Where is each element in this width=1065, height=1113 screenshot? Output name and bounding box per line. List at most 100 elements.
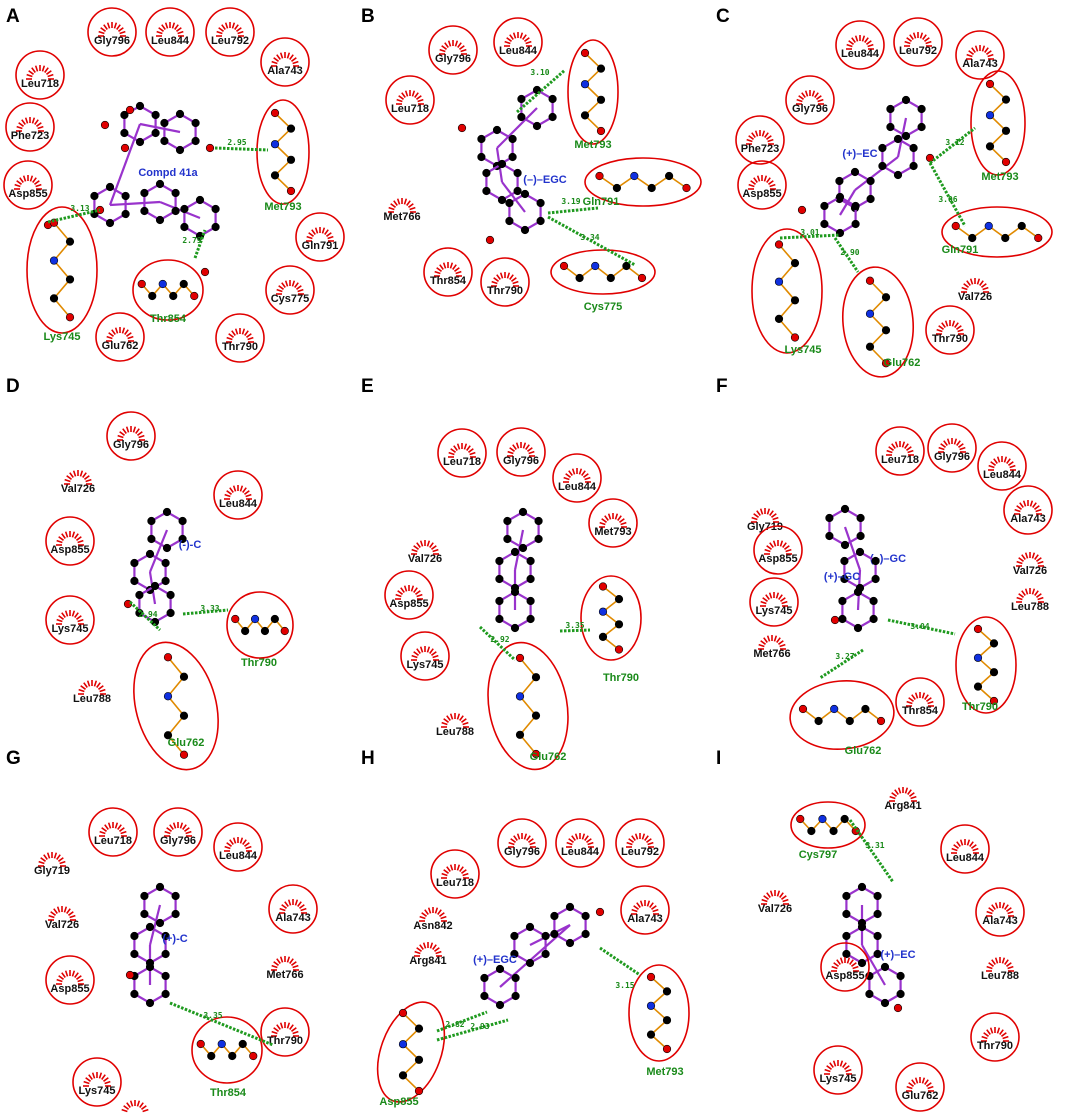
carbon-atom bbox=[414, 1055, 424, 1064]
residue-label: Gly796 bbox=[792, 103, 828, 115]
residue-label: Thr854 bbox=[902, 705, 939, 717]
carbon-atom bbox=[135, 137, 145, 147]
carbon-atom bbox=[515, 730, 525, 739]
carbon-atom bbox=[480, 973, 489, 983]
nitrogen-atom bbox=[49, 256, 59, 265]
carbon-atom bbox=[179, 672, 189, 681]
carbon-atom bbox=[807, 826, 816, 836]
residue-label: Met766 bbox=[753, 648, 790, 660]
carbon-atom bbox=[973, 682, 983, 691]
carbon-atom bbox=[526, 596, 535, 606]
carbon-atom bbox=[161, 558, 170, 568]
carbon-atom bbox=[135, 590, 144, 600]
carbon-atom bbox=[536, 216, 545, 226]
oxygen-atom bbox=[515, 653, 525, 663]
hbond-residue: Thr790 bbox=[226, 591, 294, 669]
carbon-atom bbox=[866, 194, 875, 204]
bond-distance: 2.90 bbox=[840, 248, 859, 257]
carbon-atom bbox=[161, 949, 170, 959]
residue-label: Thr790 bbox=[932, 333, 968, 345]
carbon-atom bbox=[511, 991, 520, 1001]
residue-label: Gly719 bbox=[34, 865, 70, 877]
carbon-atom bbox=[565, 902, 575, 912]
carbon-atom bbox=[893, 170, 903, 180]
hydrogen-bond: 2.94 bbox=[128, 600, 162, 632]
oxygen-atom bbox=[100, 120, 110, 130]
hydrophobic-residue: Cys775 bbox=[265, 265, 315, 315]
bond-distance: 3.04 bbox=[910, 622, 929, 631]
residue-label: Gly719 bbox=[747, 521, 783, 533]
carbon-atom bbox=[160, 136, 169, 146]
carbon-atom bbox=[840, 504, 850, 514]
carbon-atom bbox=[532, 121, 542, 131]
carbon-atom bbox=[840, 556, 849, 566]
hbond-residue: Lys745 bbox=[26, 206, 98, 343]
carbon-atom bbox=[145, 962, 155, 972]
carbon-atom bbox=[840, 814, 849, 824]
carbon-atom bbox=[647, 183, 656, 193]
carbon-atom bbox=[845, 716, 854, 726]
hydrophobic-residue: Lys745 bbox=[400, 631, 450, 681]
carbon-atom bbox=[866, 176, 875, 186]
hydrophobic-residue: Gly796 bbox=[785, 75, 835, 125]
oxygen-atom bbox=[190, 291, 199, 301]
residue-label: Gln791 bbox=[302, 240, 339, 252]
carbon-atom bbox=[191, 136, 200, 146]
carbon-atom bbox=[598, 632, 608, 642]
carbon-atom bbox=[495, 614, 504, 624]
hydrophobic-residue: Met793 bbox=[588, 498, 638, 548]
carbon-atom bbox=[145, 549, 155, 559]
residue-label: Gly796 bbox=[94, 35, 130, 47]
ligand-structure bbox=[480, 902, 605, 1010]
carbon-atom bbox=[147, 534, 156, 544]
carbon-atom bbox=[534, 534, 543, 544]
carbon-atom bbox=[614, 595, 624, 604]
hydrogen-bond: 3.01 bbox=[779, 228, 841, 240]
carbon-atom bbox=[130, 558, 139, 568]
carbon-atom bbox=[790, 296, 800, 305]
oxygen-atom bbox=[989, 696, 999, 706]
hbond-residue: Lys745 bbox=[751, 228, 823, 356]
hbond-residue-label: Cys797 bbox=[799, 849, 838, 861]
hbond-residue-label: Gln791 bbox=[583, 196, 620, 208]
carbon-atom bbox=[510, 547, 520, 557]
carbon-atom bbox=[495, 574, 504, 584]
oxygen-atom bbox=[205, 143, 215, 153]
ligand-structure bbox=[842, 882, 905, 1013]
residue-label: Thr790 bbox=[487, 285, 523, 297]
hbond-residue-label: Thr790 bbox=[962, 701, 998, 713]
residue-label: Leu792 bbox=[621, 846, 659, 858]
hbond-residue: Thr790 bbox=[580, 575, 642, 684]
hydrophobic-residue: Thr790 bbox=[480, 257, 530, 307]
residue-label: Gly796 bbox=[934, 451, 970, 463]
hydrogen-bond: 3.06 bbox=[928, 162, 967, 227]
hbond-residue: Cys797 bbox=[790, 801, 866, 861]
carbon-atom bbox=[120, 128, 129, 138]
residue-label: Leu844 bbox=[561, 846, 600, 858]
carbon-atom bbox=[873, 931, 882, 941]
carbon-atom bbox=[155, 918, 165, 928]
hbond-residue: Glu762 bbox=[789, 680, 895, 757]
carbon-atom bbox=[495, 596, 504, 606]
bond-distance: 3.35 bbox=[565, 621, 584, 630]
carbon-atom bbox=[840, 540, 850, 550]
residue-label: Leu718 bbox=[391, 103, 429, 115]
oxygen-atom bbox=[580, 48, 590, 58]
hbond-residue-label: Met793 bbox=[646, 1066, 683, 1078]
ligand-structure bbox=[495, 507, 840, 633]
oxygen-atom bbox=[163, 653, 173, 662]
carbon-atom bbox=[175, 109, 185, 119]
hbond-residue-label: Lys745 bbox=[44, 331, 81, 343]
hydrophobic-residue: Leu718 bbox=[15, 50, 65, 100]
oxygen-atom bbox=[414, 1086, 424, 1096]
ligand-name: (+)–EGC bbox=[473, 954, 517, 966]
oxygen-atom bbox=[646, 972, 656, 982]
oxygen-atom bbox=[485, 235, 495, 245]
hydrophobic-residue: Lys745 bbox=[749, 577, 799, 627]
carbon-atom bbox=[790, 259, 800, 268]
panel-letter: E bbox=[361, 376, 374, 397]
residue-label: Asp855 bbox=[8, 188, 47, 200]
carbon-atom bbox=[873, 949, 882, 959]
oxygen-atom bbox=[682, 183, 691, 193]
